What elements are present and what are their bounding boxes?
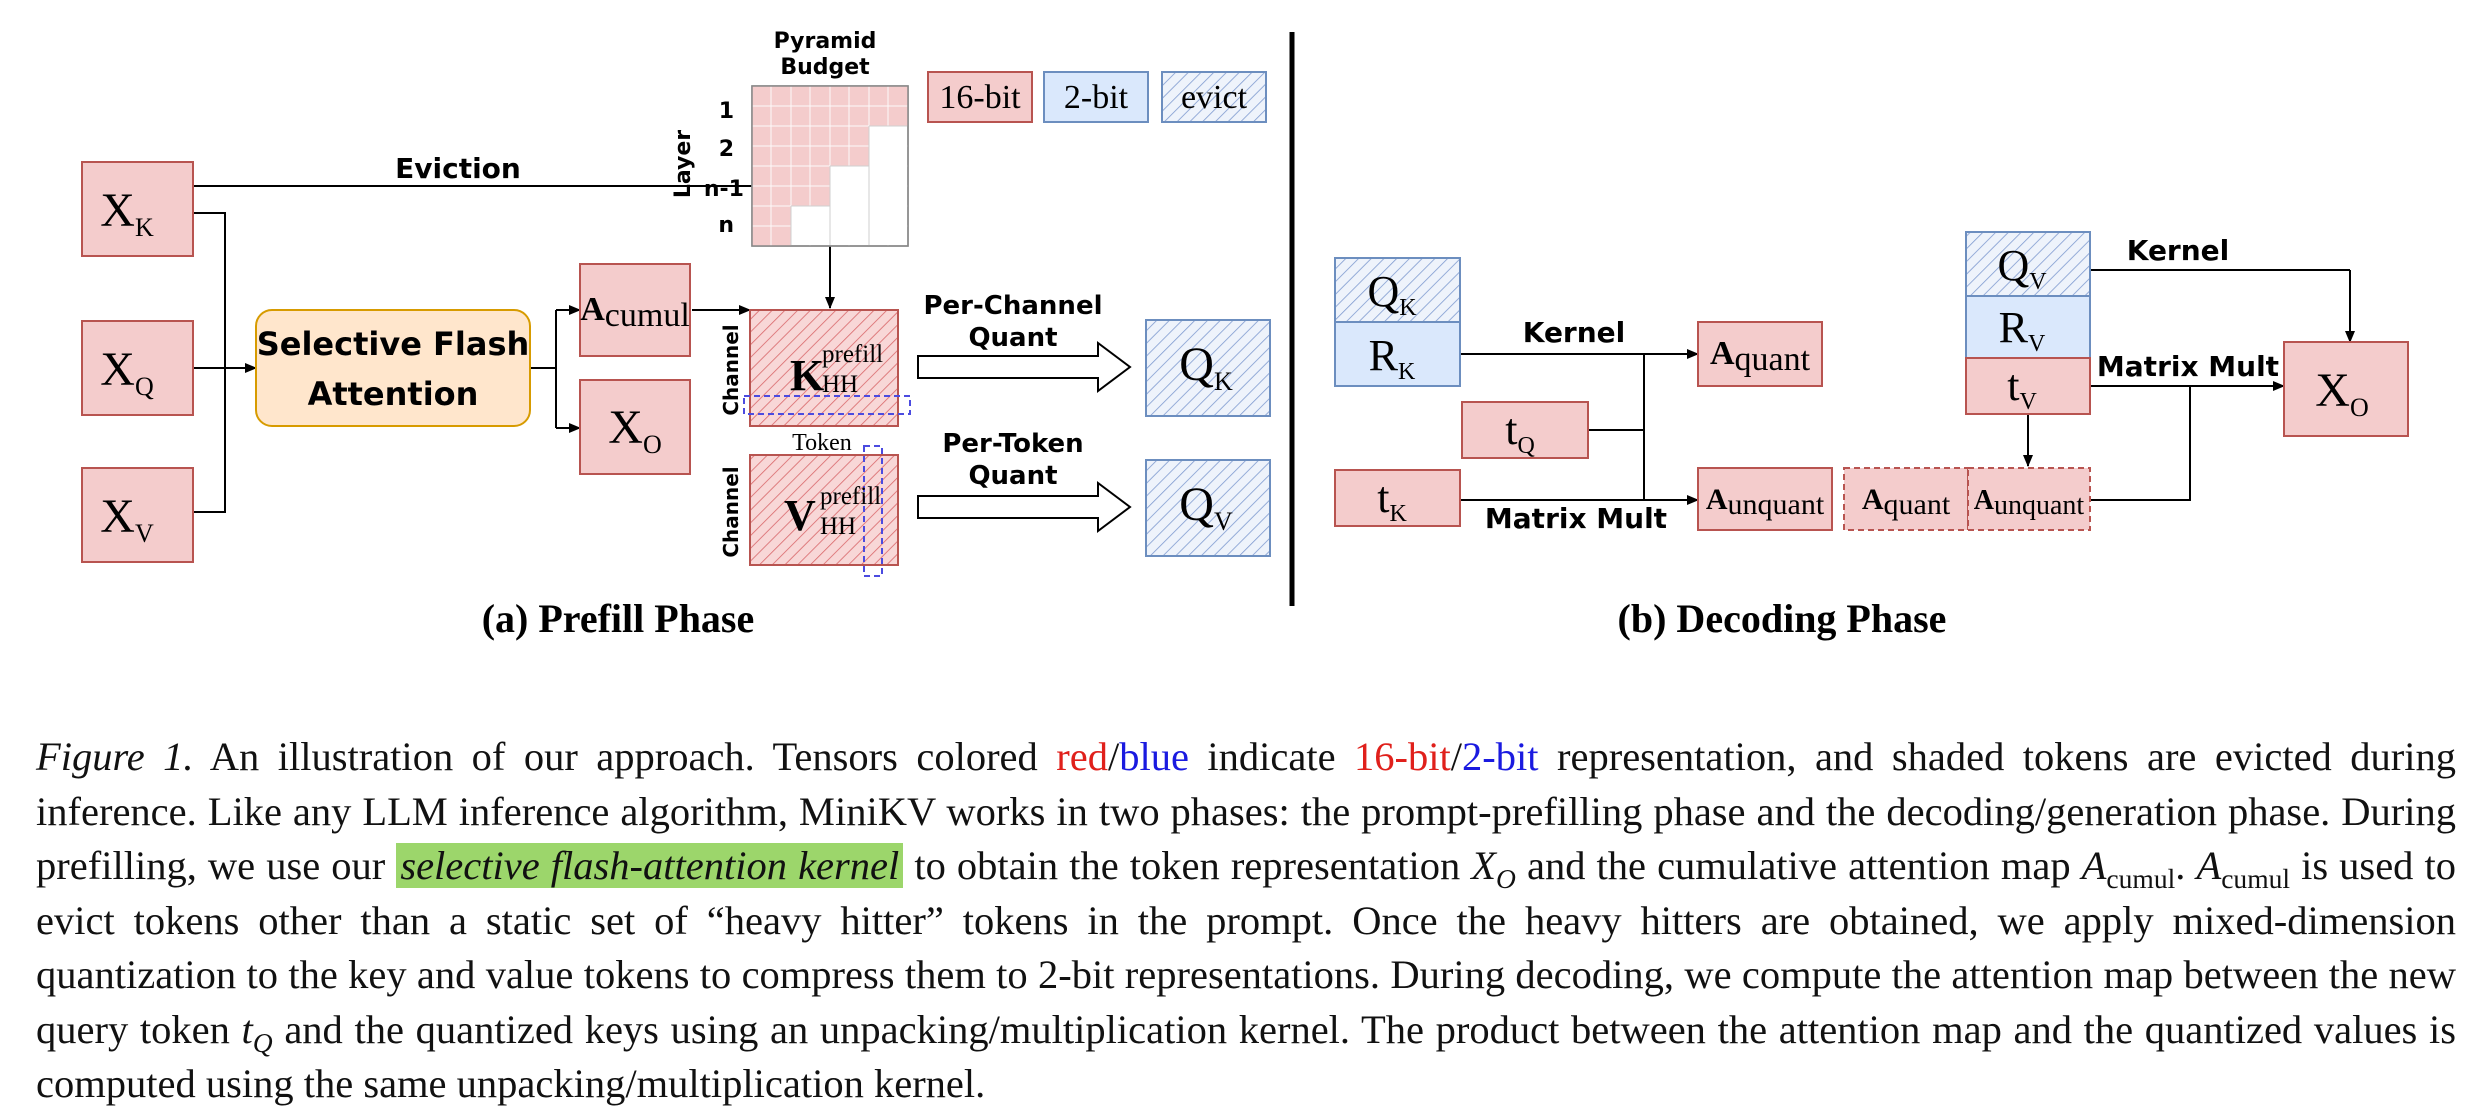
k-channel-label: Channel: [719, 324, 743, 415]
k-prefill-hh-tensor: K prefill HH: [743, 309, 911, 427]
matrix-mult-label: Matrix Mult: [1485, 502, 1667, 535]
prefill-qk-box: QK: [1145, 319, 1271, 417]
a-quant-box: Aquant: [1697, 321, 1823, 387]
svg-text:V: V: [784, 491, 816, 540]
svg-text:16-bit: 16-bit: [939, 79, 1021, 116]
per-token-quant-label-line2: Quant: [968, 461, 1057, 491]
svg-text:RK: RK: [1369, 331, 1416, 385]
xo-box: XO: [579, 379, 691, 475]
decoding-connectors: [1460, 269, 2355, 505]
approach-figure: XK XQ XV Eviction Selective Flash Attent…: [81, 29, 2409, 641]
selective-flash-attention-box: Selective Flash Attention: [255, 309, 531, 427]
eviction-label: Eviction: [395, 152, 521, 185]
svg-text:Aunquant: Aunquant: [1974, 485, 2085, 521]
legend-2bit: 2-bit: [1043, 71, 1149, 123]
svg-text:K: K: [790, 351, 824, 400]
prefill-phase-caption: (a) Prefill Phase: [482, 596, 755, 641]
svg-text:HH: HH: [822, 371, 858, 398]
sfa-label-line1: Selective Flash: [257, 325, 530, 363]
svg-text:QV: QV: [1179, 478, 1233, 536]
svg-text:XO: XO: [608, 401, 661, 459]
layer-row-label: 1: [719, 99, 734, 124]
svg-text:Aquant: Aquant: [1710, 335, 1811, 378]
svg-text:Aquant: Aquant: [1862, 483, 1951, 521]
highlighted-kernel-text: selective flash-attention kernel: [396, 843, 904, 888]
layer-axis-label: Layer: [671, 130, 696, 198]
sfa-label-line2: Attention: [308, 375, 479, 413]
per-token-quant-label-line1: Per-Token: [942, 429, 1083, 459]
svg-text:tK: tK: [1377, 473, 1407, 527]
v-channel-label: Channel: [719, 466, 743, 557]
legend-16bit: 16-bit: [927, 71, 1033, 123]
pyramid-budget-grid: [751, 85, 909, 247]
decoding-xo-box: XO: [2283, 341, 2409, 437]
decoding-tq-box: tQ: [1461, 401, 1589, 459]
svg-text:XO: XO: [2315, 364, 2368, 422]
kernel2-label: Kernel: [2127, 234, 2230, 267]
caption-label: Figure 1.: [36, 734, 194, 779]
xv-box: XV: [81, 467, 194, 563]
matrix-mult2-label: Matrix Mult: [2097, 350, 2279, 383]
blue-word: blue: [1119, 734, 1189, 779]
token-label: Token: [792, 430, 852, 456]
svg-text:HH: HH: [820, 513, 856, 540]
xo-math: XO: [1471, 843, 1516, 895]
decoding-tv-box: tV: [1965, 357, 2091, 415]
xk-box: XK: [81, 161, 194, 257]
svg-text:prefill: prefill: [820, 483, 881, 510]
decoding-rk-box: RK: [1334, 321, 1461, 387]
xq-box: XQ: [81, 320, 194, 416]
v-prefill-hh-tensor: V prefill HH: [749, 445, 899, 577]
pyramid-title-line1: Pyramid: [774, 29, 877, 54]
blue-bits: 2-bit: [1462, 734, 1539, 779]
svg-text:2-bit: 2-bit: [1064, 79, 1129, 116]
red-bits: 16-bit: [1354, 734, 1451, 779]
prefill-qv-box: QV: [1145, 459, 1271, 557]
prefill-connectors: [193, 185, 835, 513]
svg-text:Aunquant: Aunquant: [1706, 483, 1825, 521]
layer-row-label: n: [718, 213, 734, 238]
per-channel-quant-label-line2: Quant: [968, 323, 1057, 353]
decoding-phase-caption: (b) Decoding Phase: [1618, 596, 1947, 641]
tq-math: tQ: [241, 1006, 273, 1058]
svg-text:QK: QK: [1367, 267, 1417, 321]
svg-text:evict: evict: [1181, 79, 1248, 116]
per-channel-quant-label-line1: Per-Channel: [923, 291, 1102, 321]
svg-text:tV: tV: [2007, 361, 2037, 415]
a-unquant-box: Aunquant: [1697, 467, 1833, 531]
svg-text:XV: XV: [100, 490, 154, 548]
red-word: red: [1056, 734, 1108, 779]
acumul-box: Acumul: [579, 263, 691, 357]
svg-text:prefill: prefill: [822, 341, 883, 368]
decoding-qk-box: QK: [1334, 257, 1461, 323]
svg-text:RV: RV: [1999, 303, 2046, 357]
svg-text:QV: QV: [1997, 241, 2047, 295]
pyramid-title-line2: Budget: [780, 55, 870, 80]
svg-text:QK: QK: [1179, 338, 1233, 396]
layer-row-label: n-1: [704, 177, 744, 202]
a-unquant-dashed-box: Aunquant: [1967, 467, 2091, 531]
svg-text:XK: XK: [100, 184, 154, 242]
x-bus-line: [193, 212, 226, 513]
acumul-math: Acumul: [2081, 843, 2176, 895]
per-token-quant-arrow: [917, 481, 1132, 533]
figure-caption: Figure 1. An illustration of our approac…: [36, 734, 2456, 1106]
svg-text:Acumul: Acumul: [580, 291, 690, 334]
a-quant-dashed-box: Aquant: [1843, 467, 1969, 531]
acumul-math-2: Acumul: [2196, 843, 2291, 895]
per-channel-quant-arrow: [917, 341, 1132, 393]
legend-evict: evict: [1161, 71, 1267, 123]
svg-text:tQ: tQ: [1505, 405, 1535, 459]
svg-text:XQ: XQ: [100, 343, 154, 401]
decoding-rv-box: RV: [1965, 295, 2091, 359]
layer-row-label: 2: [719, 137, 734, 162]
kernel-label: Kernel: [1523, 316, 1626, 349]
decoding-qv-box: QV: [1965, 231, 2091, 297]
decoding-tk-box: tK: [1334, 469, 1461, 527]
